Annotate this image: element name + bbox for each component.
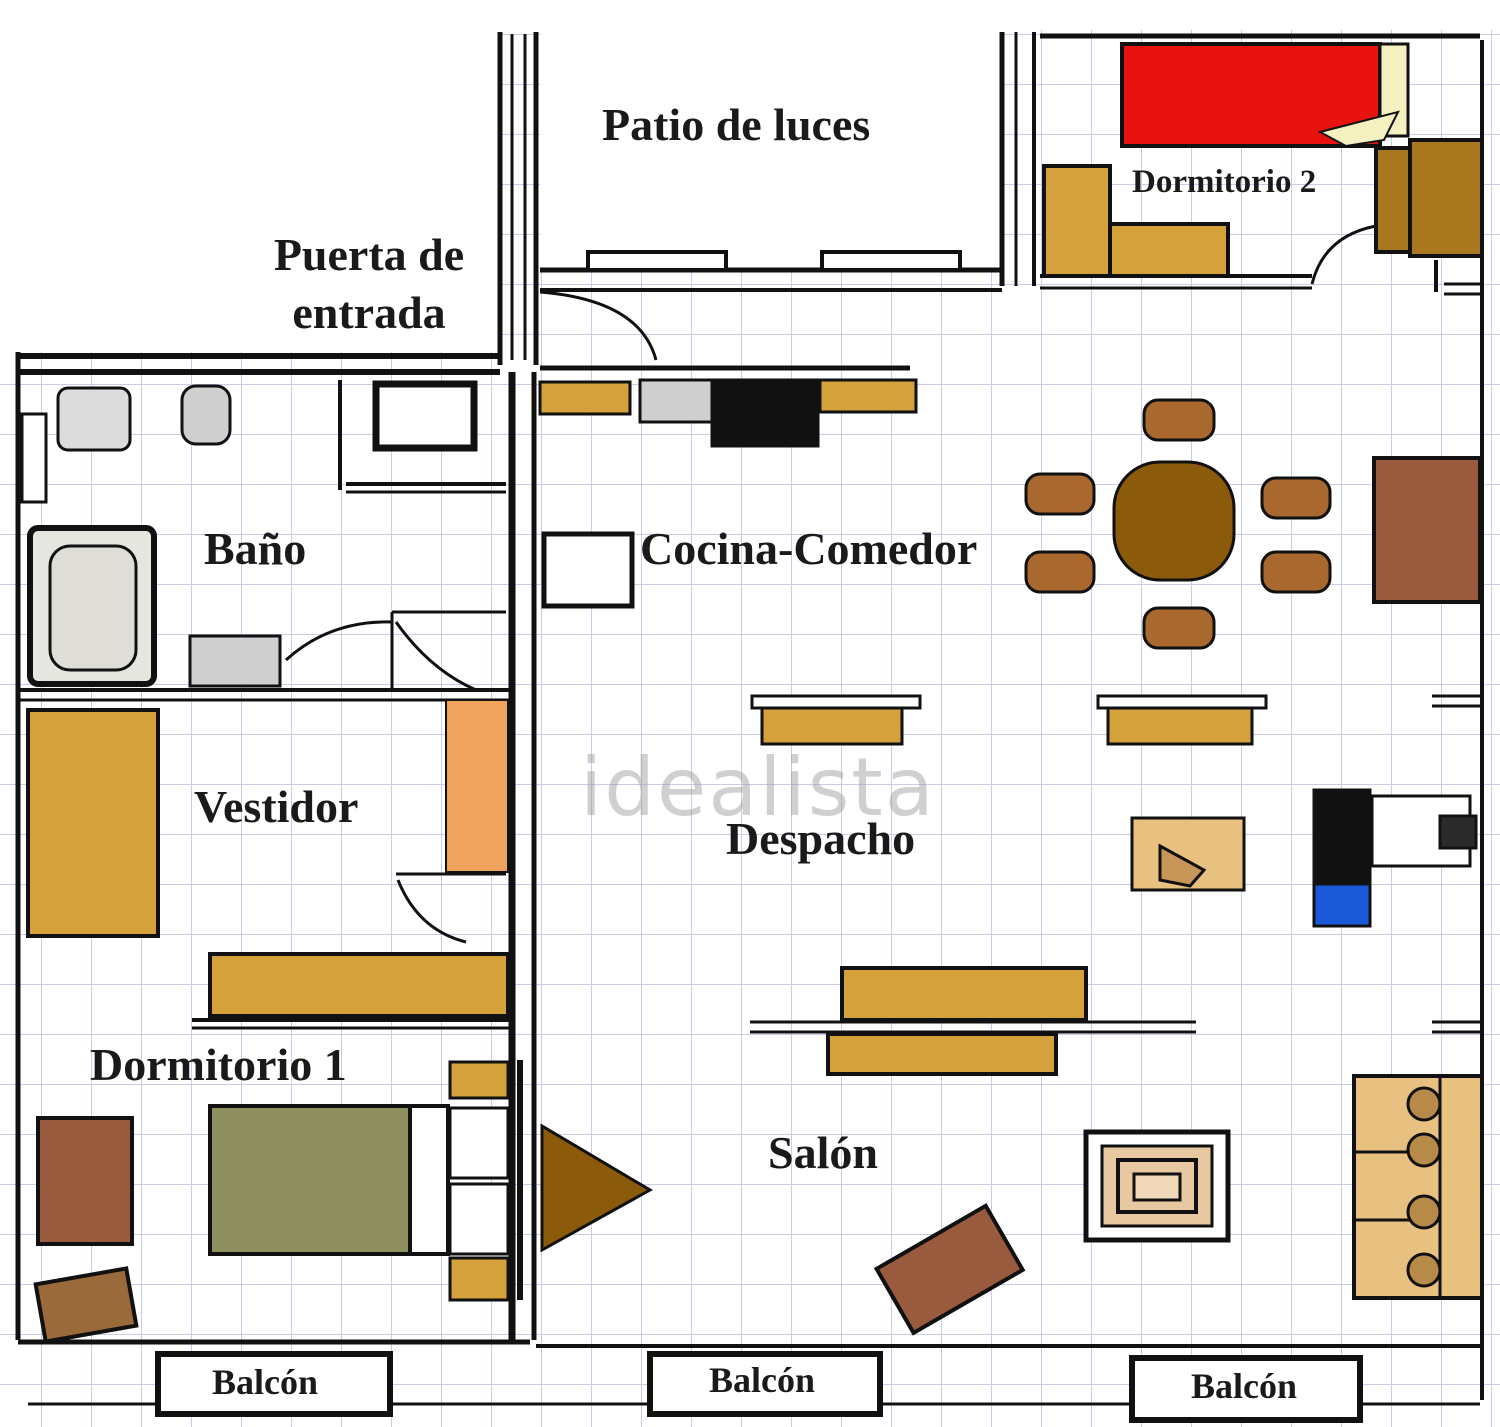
bed-fold-dorm2: [1317, 110, 1400, 148]
top-strip: [0, 0, 1500, 30]
desk-dorm1: [36, 1116, 134, 1246]
sofa-back: [840, 966, 1088, 1022]
armchair-office-detail: [1158, 843, 1207, 888]
dorm2-furniture: [1042, 42, 1484, 278]
kitchen-stove: [710, 378, 820, 448]
balcony-label-1: Balcón: [211, 1362, 318, 1402]
office-chair-seat: [1438, 814, 1478, 850]
toilet: [180, 384, 232, 446]
chair-dorm1: [33, 1266, 139, 1344]
desk-dorm2: [1108, 222, 1230, 278]
cushion-1: [1406, 1086, 1442, 1122]
bathtub-inner: [48, 544, 138, 672]
nightstand-dorm1-bottom: [448, 1256, 510, 1302]
wardrobe-vestidor: [26, 708, 160, 938]
dorm1-furniture: [33, 1060, 510, 1344]
chair-right-1: [1260, 476, 1332, 520]
chair-left-1: [1024, 472, 1096, 516]
shelf-2-box: [1106, 706, 1254, 746]
bidet: [56, 386, 132, 452]
orange-cabinet: [445, 699, 509, 873]
kitchen-counter-right: [818, 378, 918, 414]
room-label-kitchen: Cocina-Comedor: [640, 523, 978, 574]
kitchen-sink: [638, 378, 716, 424]
shelf-1: [750, 694, 922, 710]
balcony-label-3: Balcón: [1190, 1366, 1297, 1406]
nightstand-dorm1-top: [448, 1060, 510, 1100]
room-label-bath: Baño: [204, 523, 307, 574]
tv-corner-unit: [540, 1123, 654, 1253]
cushion-3: [1406, 1194, 1442, 1230]
room-label-dorm1: Dormitorio 1: [90, 1039, 347, 1090]
dressing-furniture: [26, 708, 510, 1018]
cushion-4: [1406, 1252, 1442, 1288]
living-furniture: [540, 966, 1484, 1336]
watermark: idealista: [580, 741, 936, 834]
bath-sink: [188, 634, 282, 688]
wardrobe-dorm1: [208, 952, 510, 1018]
chair-right-2: [1260, 550, 1332, 594]
bed-dorm1: [208, 1104, 412, 1256]
balcony-label-2: Balcón: [708, 1360, 815, 1400]
room-label-dorm2: Dormitorio 2: [1132, 164, 1317, 200]
chair-bottom: [1142, 606, 1216, 650]
wardrobe-dorm2-b: [1408, 138, 1484, 258]
sideboard-dining: [1372, 456, 1482, 604]
patio-area: [540, 30, 1000, 268]
wardrobe-dorm2-a: [1374, 146, 1412, 254]
nightstand-dorm2: [1042, 164, 1112, 278]
dining-table: [1112, 460, 1236, 582]
blue-device: [1312, 882, 1372, 928]
rug-inner-2: [1116, 1158, 1198, 1214]
kitchen-counter-left: [538, 380, 632, 416]
bathtub-side: [20, 412, 48, 504]
cushion-2: [1406, 1132, 1442, 1168]
room-label-office: Despacho: [726, 813, 916, 864]
entrance-outside-area: [0, 0, 498, 352]
sofa-seat: [826, 1032, 1058, 1076]
balconies: [155, 1351, 1363, 1423]
bath-furniture: [20, 380, 478, 688]
office-furniture: [445, 694, 1478, 928]
rug-inner-3: [1132, 1172, 1182, 1202]
nightstand-dorm1-a: [448, 1106, 510, 1180]
dining-furniture: [1024, 398, 1482, 650]
room-label-living: Salón: [768, 1127, 878, 1178]
shelf-2: [1096, 694, 1268, 710]
nightstand-dorm1-b: [448, 1182, 510, 1256]
kitchen-furniture: [538, 378, 918, 609]
room-label-entrance-line2: entrada: [292, 287, 446, 338]
doors: [284, 224, 1377, 944]
shower-tray: [372, 380, 478, 452]
chair-left-2: [1024, 550, 1096, 594]
shelf-1-box: [760, 706, 904, 746]
coffee-table: [873, 1203, 1026, 1336]
bed-dorm1-pillow: [408, 1104, 450, 1256]
fridge: [541, 531, 635, 609]
room-label-entrance-line1: Puerta de: [273, 229, 465, 280]
desk-computer: [1312, 788, 1372, 884]
room-label-patio: Patio de luces: [602, 99, 871, 150]
chair-top: [1142, 398, 1216, 442]
room-label-dressing: Vestidor: [194, 781, 359, 832]
